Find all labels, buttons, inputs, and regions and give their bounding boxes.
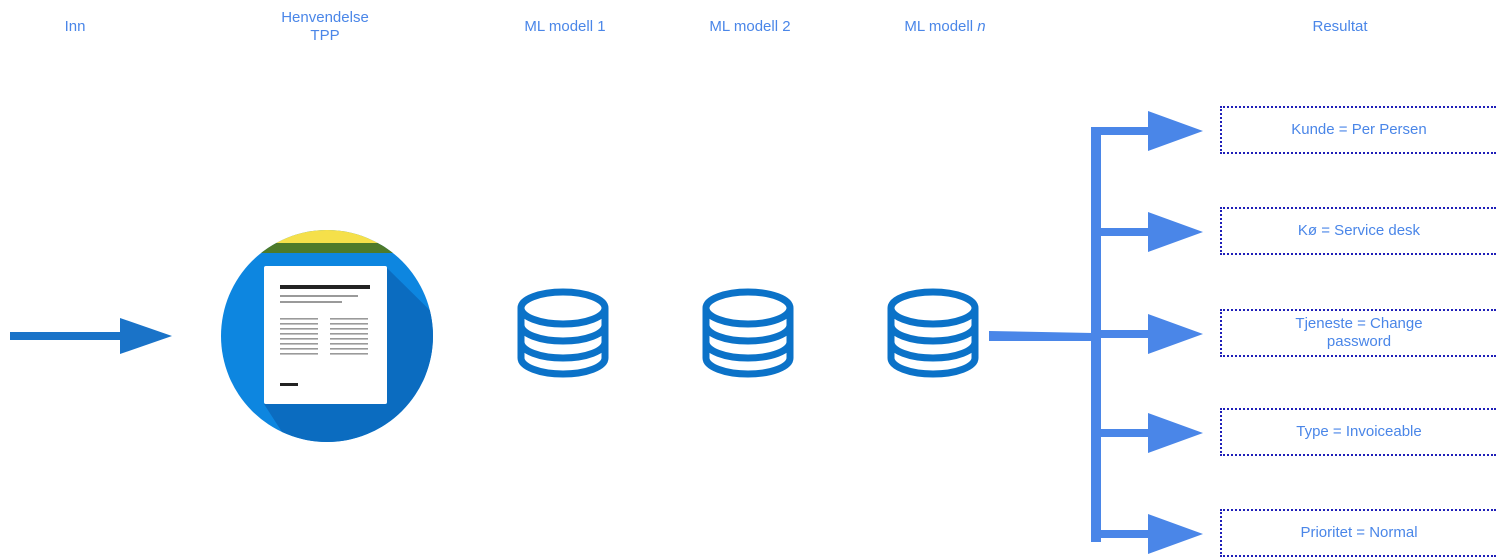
header-resultat-text: Resultat (1312, 18, 1368, 35)
result-box-kunde: Kunde = Per Persen (1220, 106, 1496, 154)
result-text-type: Type = Invoiceable (1296, 423, 1422, 440)
output-arrows (989, 111, 1203, 554)
arrow-right-icon-1 (1091, 111, 1203, 151)
document-icon (221, 230, 433, 442)
arrow-right-icon-3 (1091, 314, 1203, 354)
database-icon-mln (887, 288, 979, 378)
header-inn: Inn (50, 18, 100, 36)
arrow-right-icon-4 (1091, 413, 1203, 453)
result-box-type: Type = Invoiceable (1220, 408, 1496, 456)
arrow-right-icon-5 (1091, 514, 1203, 554)
header-ml2-text: ML modell 2 (709, 18, 791, 35)
database-icon-ml1 (517, 288, 609, 378)
result-text-tjeneste: Tjeneste = Change password (1295, 315, 1423, 350)
header-ml1-text: ML modell 1 (524, 18, 606, 35)
header-inn-text: Inn (64, 18, 86, 35)
header-henvendelse: Henvendelse TPP (255, 9, 395, 45)
result-box-ko: Kø = Service desk (1220, 207, 1496, 255)
header-ml2: ML modell 2 (695, 18, 805, 36)
output-trunk (989, 331, 1093, 341)
result-text-prioritet: Prioritet = Normal (1300, 524, 1418, 541)
result-box-prioritet: Prioritet = Normal (1220, 509, 1496, 557)
result-text-ko: Kø = Service desk (1297, 222, 1421, 239)
arrow-right-icon-2 (1091, 212, 1203, 252)
header-henvendelse-line1: Henvendelse (281, 9, 369, 26)
header-ml1: ML modell 1 (510, 18, 620, 36)
input-arrow-icon (10, 318, 172, 354)
header-resultat: Resultat (1290, 18, 1390, 36)
result-box-tjeneste: Tjeneste = Change password (1220, 309, 1496, 357)
result-text-kunde: Kunde = Per Persen (1291, 121, 1427, 138)
header-mln-suffix: n (977, 18, 986, 35)
header-mln-text: ML modell (904, 18, 978, 35)
header-mln: ML modell n (885, 18, 1005, 36)
header-henvendelse-line2: TPP (310, 27, 340, 44)
database-icon-ml2 (702, 288, 794, 378)
